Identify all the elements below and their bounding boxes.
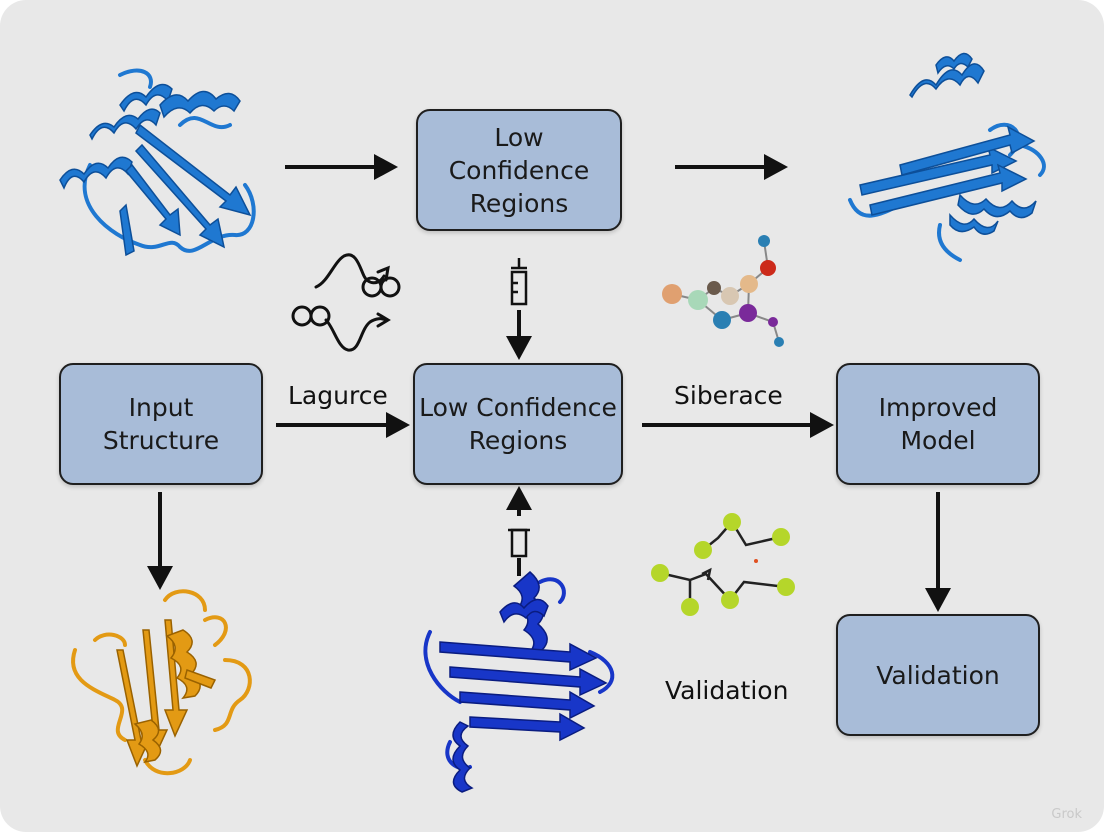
arrow-bottom-to-center [506,486,532,576]
input-structure-box: Input Structure [59,363,263,485]
molecule-ball-stick-icon [662,235,784,347]
arrow-top-left [285,154,398,180]
arrow-improved-to-validation [925,492,951,612]
validation-box: Validation [836,614,1040,736]
improved-model-label: Improved Model [878,393,998,455]
input-structure-label: Input Structure [102,393,220,455]
improved-model-box: Improved Model [836,363,1040,485]
protein-ribbon-icon [423,571,615,793]
protein-ribbon-icon [59,68,256,257]
arrow-input-to-center [276,412,410,438]
low-confidence-regions-top-box: Low Confidence Regions [416,109,622,231]
edge-label-siberace: Siberace [674,381,783,410]
arrow-input-down [147,492,173,590]
edge-label-lagurce: Lagurce [288,381,388,410]
syringe-icon [510,258,528,306]
protein-ribbon-icon [71,589,252,776]
validation-caption: Validation [665,676,789,705]
arrow-topbox-to-center [506,310,532,360]
validation-box-label: Validation [876,660,1000,690]
low-confidence-regions-center-box: Low Confidence Regions [413,363,623,485]
looped-arrows-icon [291,253,401,352]
low-confidence-regions-top-label: Low Confidence Regions [448,122,590,218]
watermark: Grok [1051,807,1082,822]
arrow-top-right [675,154,788,180]
syringe-icon [508,528,530,558]
molecule-ball-stick-icon [651,513,795,616]
protein-ribbon-icon [848,52,1046,262]
arrow-center-to-improved [642,412,834,438]
low-confidence-regions-center-label: Low Confidence Regions [419,393,617,455]
